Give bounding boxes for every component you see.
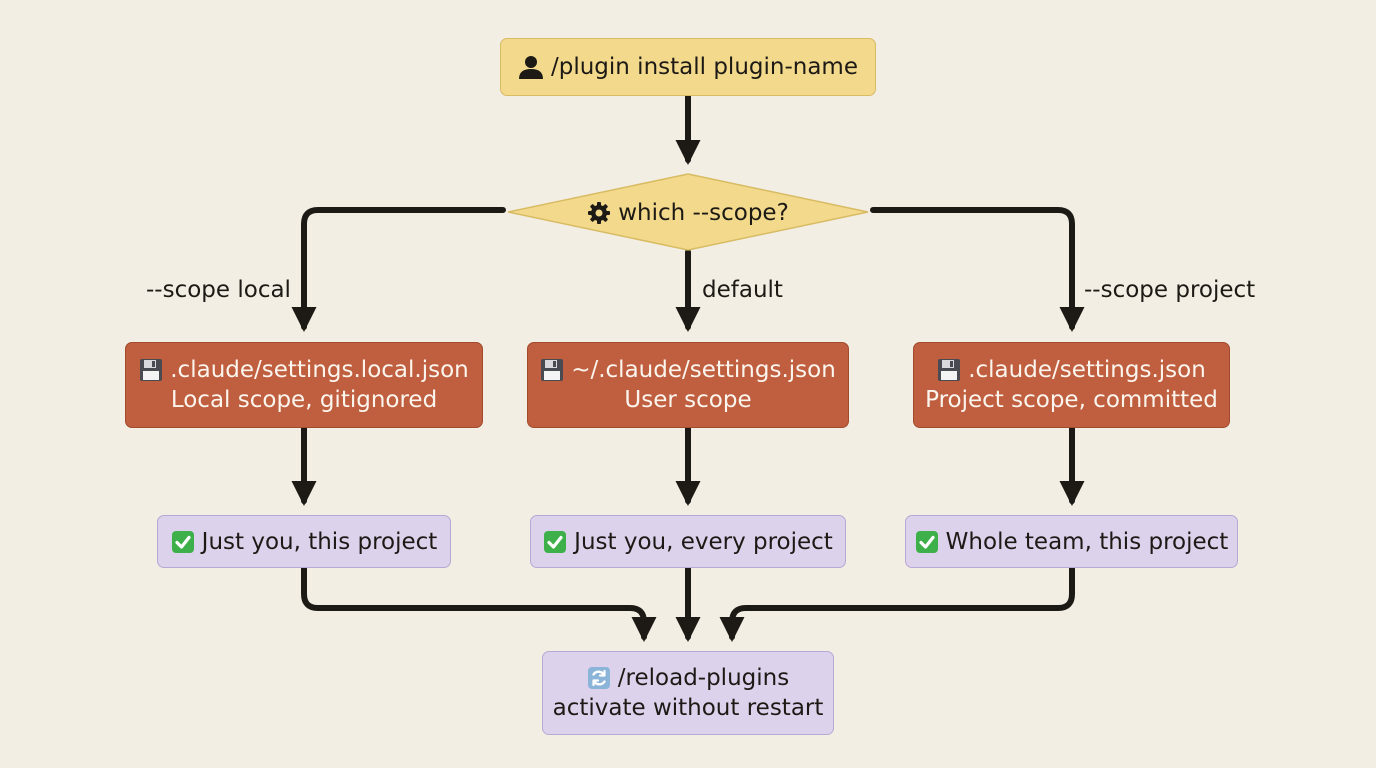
connector-decision-to-project [870, 207, 1085, 333]
start-label: /plugin install plugin-name [550, 54, 858, 80]
settings-node-local: .claude/settings.local.json Local scope,… [125, 342, 483, 428]
outcome-node-local: Just you, this project [157, 515, 451, 568]
floppy-disk-icon [937, 358, 961, 382]
reload-node: /reload-plugins activate without restart [542, 651, 834, 735]
settings-file-local: .claude/settings.local.json [170, 357, 469, 383]
edge-label-project: --scope project [1084, 277, 1256, 303]
edge-label-local: --scope local [146, 277, 291, 303]
settings-file-project: .claude/settings.json [968, 357, 1206, 383]
outcome-label-project: Whole team, this project [945, 528, 1229, 555]
reload-description: activate without restart [552, 695, 824, 721]
connector-outcome-right-to-reload [719, 565, 1075, 643]
connector-decision-to-local [291, 207, 506, 333]
settings-node-project: .claude/settings.json Project scope, com… [913, 342, 1230, 428]
settings-desc-project: Project scope, committed [925, 387, 1218, 413]
reload-icon [587, 666, 611, 690]
outcome-node-user: Just you, every project [530, 515, 846, 568]
check-mark-icon [543, 530, 567, 554]
settings-desc-user: User scope [624, 387, 752, 413]
check-mark-icon [171, 530, 195, 554]
reload-command: /reload-plugins [617, 665, 790, 691]
outcome-label-local: Just you, this project [201, 528, 438, 555]
check-mark-icon [915, 530, 939, 554]
gear-icon [587, 201, 611, 225]
floppy-disk-icon [540, 358, 564, 382]
edge-label-default: default [702, 277, 783, 303]
decision-node: which --scope? [508, 174, 868, 252]
settings-file-user: ~/.claude/settings.json [571, 357, 836, 383]
user-icon [518, 54, 544, 80]
decision-diamond [507, 173, 869, 251]
settings-desc-local: Local scope, gitignored [170, 387, 438, 413]
decision-label: which --scope? [618, 200, 789, 226]
settings-node-user: ~/.claude/settings.json User scope [527, 342, 849, 428]
start-node: /plugin install plugin-name [500, 38, 876, 96]
connector-outcome-left-to-reload [301, 565, 657, 643]
outcome-node-project: Whole team, this project [905, 515, 1238, 568]
floppy-disk-icon [139, 358, 163, 382]
outcome-label-user: Just you, every project [574, 528, 833, 555]
